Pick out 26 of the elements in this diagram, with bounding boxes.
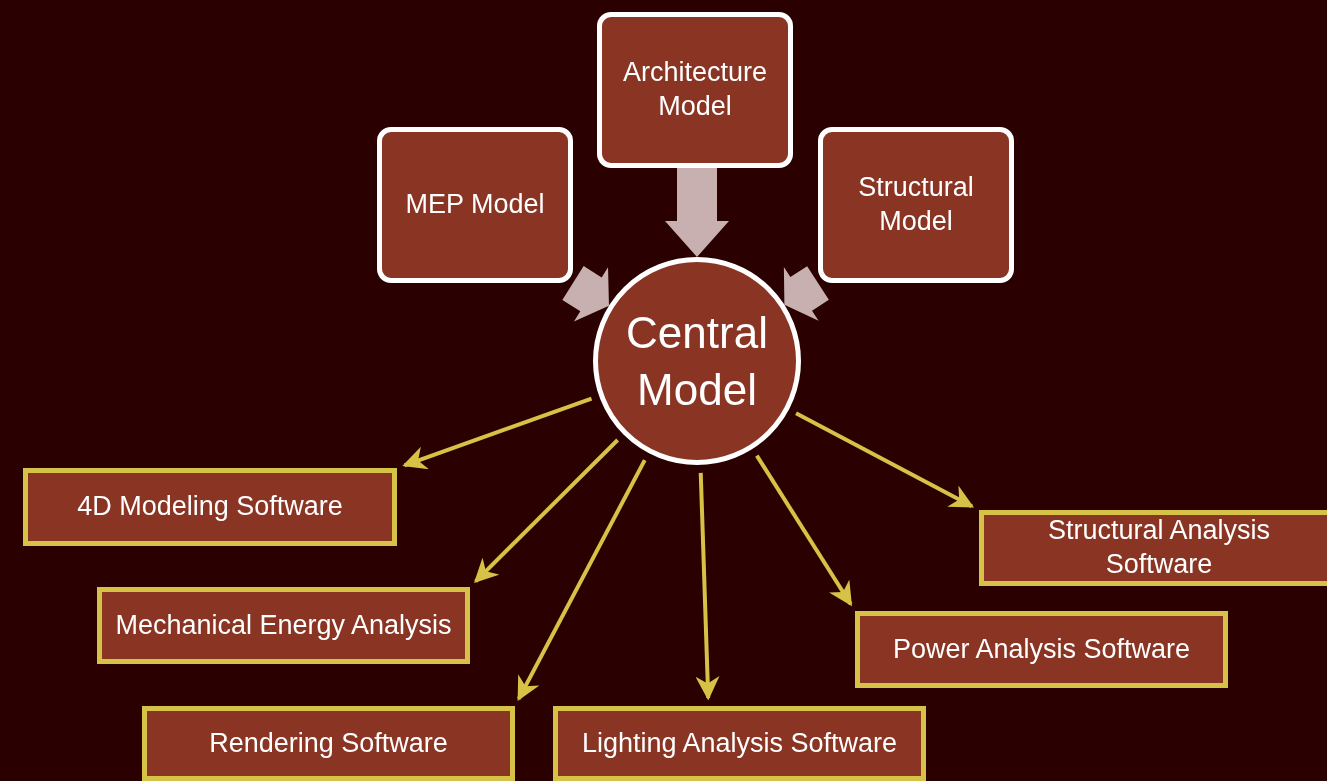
arrow: [473, 438, 620, 584]
node-label: MEP Model: [405, 188, 545, 222]
node-label: Power Analysis Software: [892, 632, 1191, 666]
arrow: [755, 454, 853, 607]
model-box: [855, 611, 1228, 688]
node-label: 4D Modeling Software: [77, 490, 343, 524]
node-label: Rendering Software: [209, 726, 448, 760]
model-box: [597, 12, 793, 168]
model-box: [553, 706, 926, 781]
arrow: [402, 396, 593, 470]
model-box: [23, 468, 397, 546]
node-label: Mechanical Energy Analysis: [115, 608, 452, 642]
node-label: Structural Analysis Software: [1046, 514, 1272, 581]
model-box: [979, 510, 1327, 586]
block-arrow: [783, 266, 829, 321]
model-box: [818, 127, 1014, 283]
block-arrow: [562, 266, 609, 322]
arrow: [695, 472, 720, 701]
block-arrow: [665, 168, 729, 257]
node-label: Lighting Analysis Software: [581, 726, 898, 760]
model-box: [142, 706, 515, 781]
node-label: Structural Model: [857, 171, 975, 238]
node-label: Architecture Model: [621, 56, 769, 123]
node-label: Central Model: [625, 306, 769, 416]
model-box: [377, 127, 573, 283]
model-box: [97, 587, 470, 664]
